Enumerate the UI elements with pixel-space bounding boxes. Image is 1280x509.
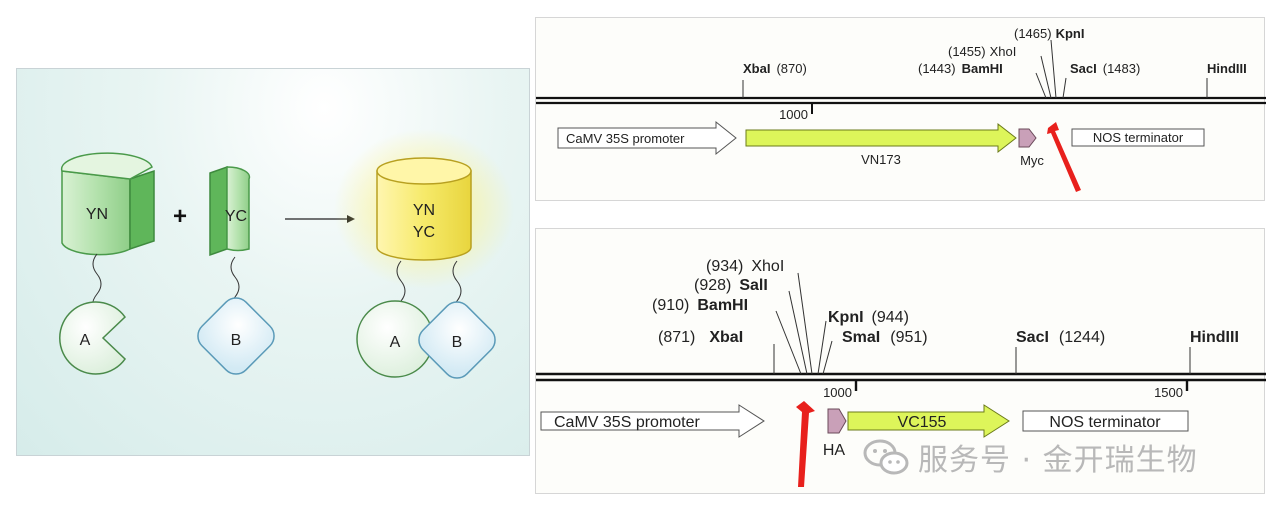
promoter-feature-top: CaMV 35S promoter [557, 120, 737, 156]
site-saci-top: SacI(1483) [1070, 61, 1140, 76]
site-kpni-top: (1465)KpnI [1014, 26, 1084, 41]
protein-a-label: A [80, 332, 91, 349]
insertion-site-arrow-bottom [796, 401, 815, 487]
site-xhoi-top: (1455)XhoI [948, 44, 1016, 59]
complex-a-label: A [390, 334, 401, 351]
complex-barrel: YN YC [376, 157, 472, 261]
protein-a: A [59, 301, 126, 375]
site-xbai-top: XbaI(870) [743, 61, 807, 76]
promoter-feature-bottom: CaMV 35S promoter [540, 404, 765, 438]
ha-tag-feature: HA [823, 408, 847, 459]
site-kpni-bottom: KpnI(944) [828, 309, 909, 326]
terminator-feature-top: NOS terminator [1071, 128, 1205, 147]
wechat-icon [863, 439, 909, 475]
vc155-map-svg: (934)XhoI (928)SalI (910)BamHI KpnI(944)… [536, 258, 1266, 487]
watermark: 服务号 · 金开瑞生物 [862, 437, 1198, 478]
tick-1500-bottom: 1500 [1154, 385, 1183, 400]
svg-text:CaMV 35S promoter: CaMV 35S promoter [566, 131, 685, 146]
vc155-vector-map: (934)XhoI (928)SalI (910)BamHI KpnI(944)… [535, 228, 1266, 494]
yn-fragment: YN [60, 152, 155, 256]
bifc-schematic: YN A + YC B [59, 129, 514, 379]
site-bamhi-bottom: (910)BamHI [652, 297, 748, 314]
complex-b-label: B [452, 334, 463, 351]
vc155-label: VC155 [898, 414, 947, 431]
yn-label: YN [86, 206, 108, 223]
complex-yn-label: YN [413, 202, 435, 219]
svg-text:NOS terminator: NOS terminator [1049, 414, 1161, 431]
ha-label: HA [823, 442, 846, 459]
site-xbai-bottom: (871)XbaI [658, 329, 743, 346]
tick-1000-bottom: 1000 [823, 385, 852, 400]
site-hindiii-top: HindIII [1207, 61, 1247, 76]
site-bamhi-top: (1443)BamHI [918, 61, 1003, 76]
site-hindiii-bottom: HindIII [1190, 329, 1239, 346]
complex-protein-b: B [418, 301, 496, 379]
myc-label: Myc [1020, 153, 1044, 168]
terminator-feature-bottom: NOS terminator [1022, 410, 1189, 432]
vn173-vector-map: XbaI(870) (1465)KpnI (1455)XhoI (1443)Ba… [535, 17, 1266, 201]
yc-label: YC [225, 208, 247, 225]
svg-text:NOS terminator: NOS terminator [1093, 130, 1184, 145]
bifc-schematic-panel: YN A + YC B [16, 68, 530, 456]
vc155-gene-feature: VC155 [847, 404, 1010, 438]
complex-yc-label: YC [413, 224, 435, 241]
plus-sign: + [173, 203, 187, 230]
site-sali-bottom: (928)SalI [694, 277, 768, 294]
site-smai-bottom: SmaI(951) [842, 329, 928, 346]
insertion-site-arrow-top [1047, 122, 1081, 192]
protein-b: B [197, 297, 275, 375]
watermark-text: 服务号 · 金开瑞生物 [918, 443, 1198, 478]
protein-b-label: B [231, 332, 242, 349]
myc-tag-feature: Myc [1018, 128, 1044, 168]
vn173-gene-feature: VN173 [745, 122, 1017, 167]
site-saci-bottom: SacI(1244) [1016, 329, 1105, 346]
site-xhoi-bottom: (934)XhoI [706, 258, 784, 275]
vn173-label: VN173 [861, 152, 901, 167]
yc-fragment: YC [209, 165, 251, 257]
vn173-map-svg: XbaI(870) (1465)KpnI (1455)XhoI (1443)Ba… [536, 26, 1266, 192]
svg-text:CaMV 35S promoter: CaMV 35S promoter [554, 414, 701, 431]
tick-1000-top: 1000 [779, 107, 808, 122]
